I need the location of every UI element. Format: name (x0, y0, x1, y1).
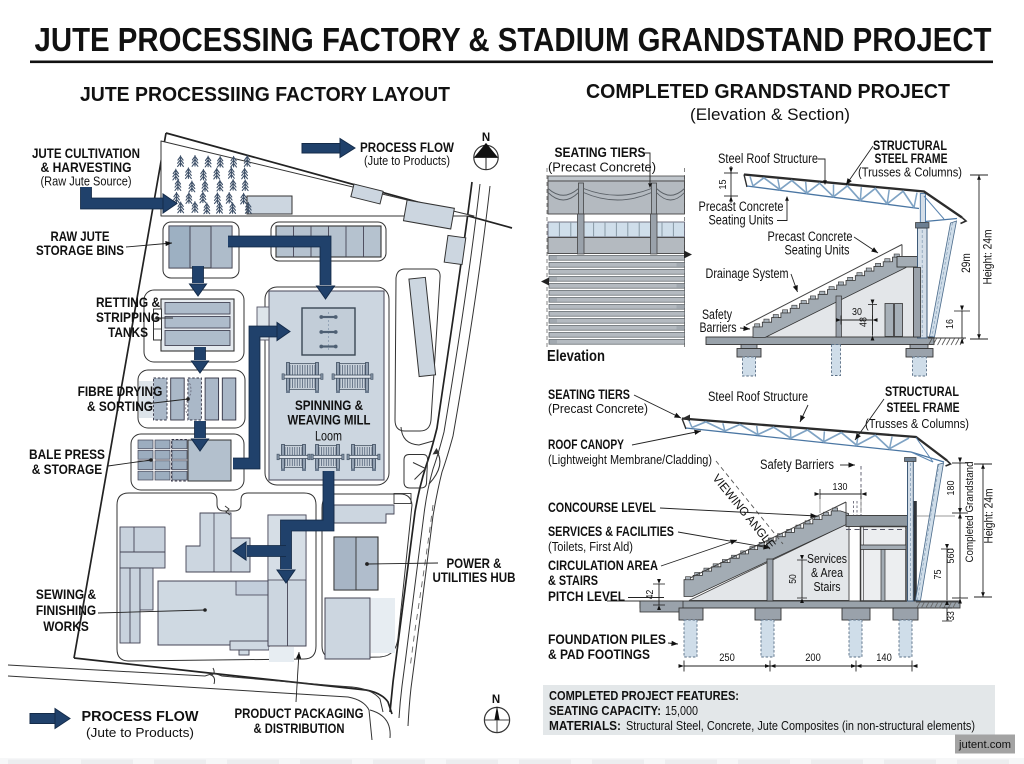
svg-text:BALE PRESS: BALE PRESS (29, 446, 105, 462)
svg-text:Seating Units: Seating Units (709, 213, 774, 228)
svg-text:PRODUCT PACKAGING: PRODUCT PACKAGING (235, 705, 364, 721)
svg-text:& STORAGE: & STORAGE (32, 461, 103, 477)
svg-text:Stairs: Stairs (814, 580, 841, 594)
svg-text:42: 42 (645, 589, 656, 599)
svg-text:TANKS: TANKS (108, 324, 148, 340)
svg-text:SEATING CAPACITY:: SEATING CAPACITY: (549, 703, 661, 718)
svg-text:(Toilets, First Ald): (Toilets, First Ald) (548, 540, 633, 554)
svg-text:STRUCTURAL: STRUCTURAL (885, 384, 959, 399)
svg-text:WORKS: WORKS (43, 618, 89, 634)
svg-text:PITCH LEVEL: PITCH LEVEL (548, 589, 625, 604)
svg-text:Steel Roof Structure: Steel Roof Structure (708, 389, 808, 404)
svg-text:140: 140 (876, 652, 892, 664)
svg-text:16: 16 (944, 319, 956, 329)
svg-text:Loom: Loom (315, 429, 342, 444)
svg-text:(Raw Jute Source): (Raw Jute Source) (41, 174, 132, 189)
svg-text:200: 200 (805, 652, 821, 664)
svg-text:N: N (482, 132, 490, 144)
svg-text:FOUNDATION PILES: FOUNDATION PILES (548, 632, 666, 647)
svg-text:(Trusses & Columns): (Trusses & Columns) (865, 416, 969, 431)
svg-text:STRIPPING: STRIPPING (96, 309, 160, 325)
svg-text:& PAD FOOTINGS: & PAD FOOTINGS (548, 647, 650, 662)
svg-text:& Area: & Area (811, 566, 843, 580)
svg-text:75: 75 (932, 569, 944, 579)
svg-text:180: 180 (945, 480, 957, 495)
svg-text:FIBRE DRYING: FIBRE DRYING (78, 383, 163, 399)
svg-text:COMPLETED GRANDSTAND PROJECT: COMPLETED GRANDSTAND PROJECT (586, 80, 950, 103)
svg-text:SEATING TIERS: SEATING TIERS (548, 387, 630, 402)
svg-text:15: 15 (717, 179, 729, 189)
svg-text:PROCESS FLOW: PROCESS FLOW (82, 709, 199, 725)
svg-text:ROOF CANOPY: ROOF CANOPY (548, 437, 624, 452)
svg-text:(Trusses & Columns): (Trusses & Columns) (858, 165, 962, 180)
svg-text:UTILITIES HUB: UTILITIES HUB (433, 569, 516, 585)
svg-text:JUTE PROCESSIING FACTORY LAYOU: JUTE PROCESSIING FACTORY LAYOUT (80, 83, 450, 106)
svg-text:Seating Units: Seating Units (785, 243, 850, 258)
svg-text:Drainage System: Drainage System (706, 266, 789, 281)
svg-text:& DISTRIBUTION: & DISTRIBUTION (254, 720, 345, 736)
svg-text:Height: 24m: Height: 24m (982, 489, 996, 544)
svg-text:POWER &: POWER & (447, 555, 502, 571)
svg-text:STRUCTURAL: STRUCTURAL (873, 138, 947, 153)
svg-text:MATERIALS:: MATERIALS: (549, 718, 621, 733)
svg-text:JUTE PROCESSING FACTORY & STAD: JUTE PROCESSING FACTORY & STADIUM GRANDS… (35, 22, 992, 59)
svg-text:N: N (492, 694, 500, 706)
svg-text:CONCOURSE LEVEL: CONCOURSE LEVEL (548, 500, 656, 515)
svg-text:Completed Grandstand: Completed Grandstand (964, 462, 976, 563)
svg-text:WEAVING MILL: WEAVING MILL (288, 412, 371, 428)
svg-text:(Precast Concrete): (Precast Concrete) (548, 160, 656, 175)
svg-text:RETTING &: RETTING & (96, 294, 160, 310)
svg-text:Barriers: Barriers (700, 320, 737, 335)
svg-text:Steel Roof Structure: Steel Roof Structure (718, 151, 818, 166)
svg-text:SERVICES & FACILITIES: SERVICES & FACILITIES (548, 524, 674, 539)
svg-text:STORAGE BINS: STORAGE BINS (36, 242, 124, 258)
svg-text:(Precast Concrete): (Precast Concrete) (548, 402, 648, 416)
svg-text:jutent.com: jutent.com (958, 739, 1011, 751)
svg-text:COMPLETED PROJECT FEATURES:: COMPLETED PROJECT FEATURES: (549, 688, 739, 703)
svg-text:(Lightweight Membrane/Cladding: (Lightweight Membrane/Cladding) (548, 453, 712, 467)
svg-text:Safety Barriers: Safety Barriers (760, 457, 834, 472)
svg-text:130: 130 (833, 481, 848, 493)
svg-text:PROCESS FLOW: PROCESS FLOW (360, 140, 454, 155)
svg-text:48: 48 (858, 317, 870, 327)
svg-text:& HARVESTING: & HARVESTING (41, 159, 132, 175)
svg-text:29m: 29m (959, 253, 973, 273)
svg-text:Precast Concrete: Precast Concrete (699, 199, 784, 214)
svg-text:FINISHING: FINISHING (36, 602, 96, 618)
svg-text:Safety: Safety (702, 307, 732, 322)
svg-text:& SORTING: & SORTING (87, 398, 153, 414)
svg-text:560: 560 (945, 548, 957, 563)
svg-text:Precast Concrete: Precast Concrete (768, 229, 853, 244)
svg-text:Services: Services (807, 552, 847, 566)
svg-text:(Jute to Products): (Jute to Products) (86, 725, 194, 740)
svg-text:33: 33 (946, 611, 957, 621)
svg-text:CIRCULATION AREA: CIRCULATION AREA (548, 558, 658, 573)
svg-text:STEEL FRAME: STEEL FRAME (887, 400, 960, 415)
svg-text:SEWING &: SEWING & (36, 586, 96, 602)
svg-text:SPINNING &: SPINNING & (295, 397, 363, 413)
svg-text:SEATING TIERS: SEATING TIERS (555, 144, 646, 160)
svg-text:50: 50 (788, 574, 799, 584)
svg-text:15,000: 15,000 (665, 703, 698, 718)
svg-text:STEEL FRAME: STEEL FRAME (875, 151, 948, 166)
svg-text:(Jute to Products): (Jute to Products) (364, 154, 450, 168)
svg-text:250: 250 (719, 652, 735, 664)
svg-text:30: 30 (852, 306, 862, 318)
svg-text:Height: 24m: Height: 24m (981, 230, 995, 285)
svg-text:RAW JUTE: RAW JUTE (51, 228, 110, 244)
svg-text:Structural Steel, Concrete, Ju: Structural Steel, Concrete, Jute Composi… (626, 718, 975, 733)
svg-text:& STAIRS: & STAIRS (548, 573, 598, 588)
svg-text:Elevation: Elevation (547, 348, 605, 365)
svg-text:JUTE CULTIVATION: JUTE CULTIVATION (32, 145, 140, 161)
svg-text:(Elevation & Section): (Elevation & Section) (690, 106, 850, 124)
